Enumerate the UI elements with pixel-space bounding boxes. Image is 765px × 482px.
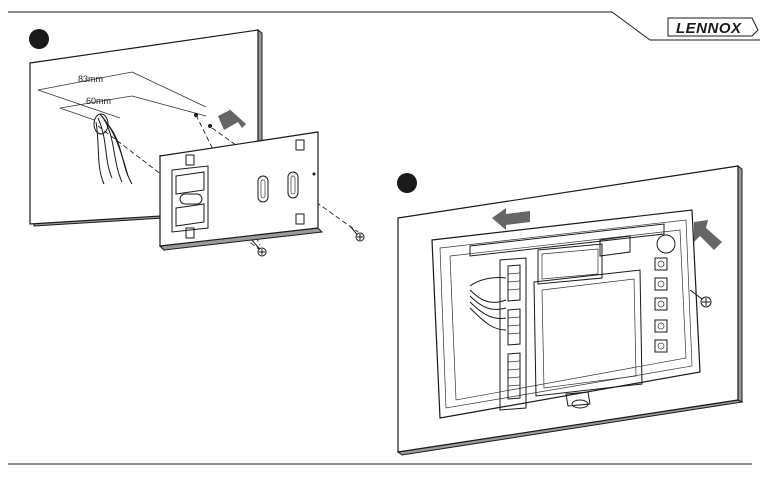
lennox-logo: LENNOX <box>668 18 758 37</box>
wall-hole-right <box>208 124 212 128</box>
step-2-marker <box>397 173 417 193</box>
screw-icon <box>350 226 364 241</box>
page-header: LENNOX <box>8 12 760 40</box>
brand-logo-text: LENNOX <box>676 20 742 37</box>
screw-icon <box>252 240 266 256</box>
dimension-83mm: 83mm <box>78 74 103 84</box>
dimension-60mm: 60mm <box>86 96 111 106</box>
step-1-marker <box>29 29 49 49</box>
